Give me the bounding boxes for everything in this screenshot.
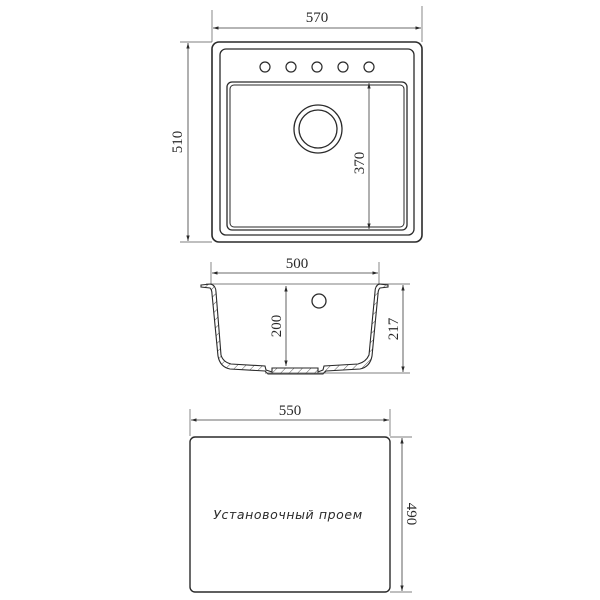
tap-holes bbox=[259, 61, 375, 73]
overflow-hole-icon bbox=[311, 293, 327, 309]
cutout-height-dimension-label: 490 bbox=[403, 503, 419, 526]
sink-outer-rim bbox=[211, 41, 423, 243]
tap-hole-icon bbox=[285, 61, 297, 73]
inner-depth-dimension-label: 200 bbox=[269, 315, 285, 338]
cutout-view: 550 Установочный проем 490 bbox=[189, 403, 419, 593]
sink-profile-section bbox=[200, 283, 389, 375]
cutout-outline bbox=[189, 436, 391, 593]
sink-inner-rim bbox=[219, 48, 415, 236]
drain-inner-icon bbox=[298, 109, 338, 149]
tap-hole-icon bbox=[259, 61, 271, 73]
cutout-caption: Установочный проем bbox=[213, 507, 362, 522]
sink-bowl bbox=[226, 81, 408, 231]
total-height-dimension-label: 217 bbox=[386, 317, 402, 340]
height-dimension-label: 510 bbox=[170, 131, 186, 154]
side-view: 500 200 217 bbox=[200, 256, 410, 375]
bowl-width-dimension-label: 500 bbox=[286, 256, 309, 272]
top-view: 570 510 370 bbox=[170, 6, 423, 243]
tap-hole-icon bbox=[311, 61, 323, 73]
width-dimension-label: 570 bbox=[306, 10, 329, 26]
tap-hole-icon bbox=[337, 61, 349, 73]
drain-outer-icon bbox=[293, 104, 343, 154]
bowl-depth-dimension-label: 370 bbox=[352, 152, 368, 175]
tap-hole-icon bbox=[363, 61, 375, 73]
cutout-width-dimension-label: 550 bbox=[279, 403, 302, 419]
